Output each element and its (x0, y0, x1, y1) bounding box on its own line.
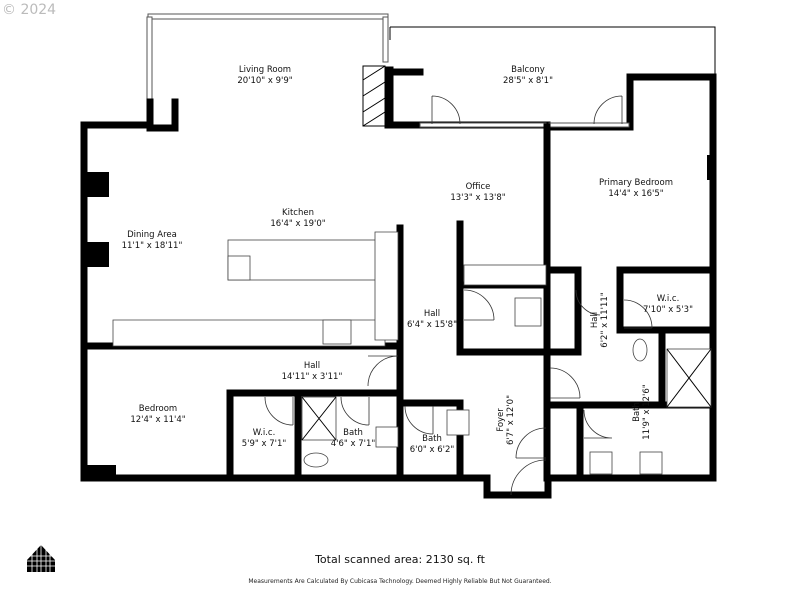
sink (375, 426, 399, 448)
exterior-walls (80, 66, 717, 499)
door[interactable] (593, 95, 623, 125)
hall-dims: 6'4" x 15'8" (407, 320, 457, 330)
wic2-dims: 5'9" x 7'1" (242, 439, 287, 449)
wic1-name: W.i.c. (657, 294, 680, 304)
balcony-dims: 28'5" x 8'1" (503, 76, 553, 86)
kitchen-counter (112, 319, 386, 347)
balcony-door-glass (419, 122, 547, 128)
kitchen-side-counter (374, 231, 399, 341)
bath1-dims: 4'6" x 7'1" (331, 439, 376, 449)
kitchen-name: Kitchen (282, 208, 314, 218)
foyer-dims: 6'7" x 12'0" (506, 395, 516, 445)
foyer-name: Foyer (496, 408, 506, 432)
office-dims: 13'3" x 13'8" (450, 193, 505, 203)
column (707, 155, 713, 180)
living-room-name: Living Room (239, 65, 291, 75)
balcony-name: Balcony (511, 65, 545, 75)
door[interactable] (431, 95, 461, 125)
washer-dryer (514, 297, 542, 327)
hall2-name: Hall (590, 312, 600, 328)
door[interactable] (623, 299, 653, 329)
column (84, 465, 116, 478)
bath2-name: Bath (422, 434, 442, 444)
stove (322, 319, 352, 345)
balcony-railing (389, 26, 716, 78)
hall2-dims: 6'2" x 11'11" (600, 292, 610, 347)
entry-door[interactable] (510, 459, 547, 496)
door[interactable] (340, 396, 370, 426)
bedroom-glass (548, 122, 630, 128)
fireplace (362, 65, 386, 127)
interior-walls (80, 123, 717, 482)
door[interactable] (575, 289, 601, 316)
living-right-window (382, 16, 389, 63)
living-room-dims: 20'10" x 9'9" (237, 76, 292, 86)
office-name: Office (466, 182, 491, 192)
primary-bedroom-dims: 14'4" x 16'5" (608, 189, 663, 199)
bedroom-name: Bedroom (139, 404, 177, 414)
sink (446, 409, 470, 436)
kitchen-island (227, 239, 377, 281)
toilet (303, 452, 329, 468)
living-window (147, 13, 389, 20)
sink (589, 451, 613, 475)
door[interactable] (463, 289, 495, 321)
sink (639, 451, 663, 475)
wic1-dims: 7'10" x 5'3" (643, 305, 693, 315)
office-shelves (463, 264, 547, 286)
hall3-dims: 14'11" x 3'11" (282, 372, 343, 382)
dining-name: Dining Area (127, 230, 177, 240)
copyright-watermark: © 2024 (2, 2, 57, 18)
fireplace-hatch (362, 65, 386, 127)
wic2-name: W.i.c. (253, 428, 276, 438)
balcony-closet-walls (386, 68, 424, 129)
hall3-name: Hall (304, 361, 320, 371)
door[interactable] (549, 367, 581, 399)
primary-bedroom-name: Primary Bedroom (599, 178, 673, 188)
cubicasa-logo (27, 545, 55, 572)
column (84, 242, 109, 267)
bedroom-dims: 12'4" x 11'4" (130, 415, 185, 425)
island-sink (227, 255, 251, 281)
dining-dims: 11'1" x 18'11" (122, 241, 183, 251)
bath3-dims: 11'9" x 12'6" (642, 384, 652, 439)
kitchen-dims: 16'4" x 19'0" (270, 219, 325, 229)
toilet (632, 338, 648, 362)
hall-name: Hall (424, 309, 440, 319)
door[interactable] (404, 405, 434, 435)
door[interactable] (367, 355, 399, 387)
bath1-name: Bath (343, 428, 363, 438)
bath2-dims: 6'0" x 6'2" (410, 445, 455, 455)
door[interactable] (264, 396, 294, 426)
disclaimer: Measurements Are Calculated By Cubicasa … (248, 578, 552, 585)
bath3-name: Bath (632, 402, 642, 422)
door[interactable] (583, 409, 613, 439)
column (84, 172, 109, 197)
door[interactable] (515, 427, 547, 459)
total-area: Total scanned area: 2130 sq. ft (315, 553, 485, 566)
living-side-window (146, 16, 153, 103)
